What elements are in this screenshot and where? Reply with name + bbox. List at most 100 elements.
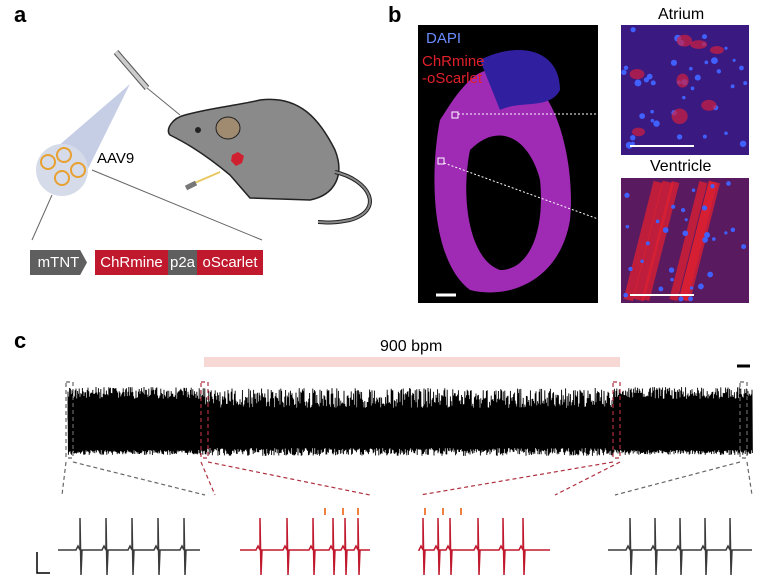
nucleus [640,259,644,263]
nucleus [678,296,684,302]
mouse-illustration [167,98,372,225]
nucleus [743,81,748,86]
nucleus [623,292,628,298]
nucleus [682,95,686,100]
construct-chrmine: ChRmine [95,250,168,275]
nucleus [668,267,675,273]
cardiomyocyte [690,40,708,49]
nucleus [739,140,747,148]
nucleus [690,86,695,91]
chrmine-text: ChRmine [422,53,485,70]
pacing-rate-label: 900 bpm [380,338,443,355]
nucleus [701,205,708,211]
nucleus [730,84,735,89]
cardiomyocyte [629,68,645,80]
nucleus [739,65,744,71]
inset-trace-3 [417,517,550,576]
nucleus [653,120,660,127]
panel-c-label: c [14,328,27,353]
construct-p2a: p2a [168,250,197,275]
panel-b-label: b [388,2,402,27]
nucleus [702,237,708,243]
cardiomyocyte [671,108,688,124]
nucleus [630,141,635,146]
nucleus [684,218,688,222]
nucleus [726,181,731,186]
construct-mtnt: mTNT [30,250,87,275]
nucleus [630,27,636,33]
nucleus [702,34,708,40]
nucleus [730,227,736,233]
zoom-box-1 [65,381,74,459]
nucleus [682,230,689,237]
cardiomyocyte [676,34,693,47]
nucleus [697,283,704,290]
cardiomyocyte [676,73,689,88]
nucleus [628,266,633,272]
nucleus [650,80,656,86]
nucleus [621,69,627,76]
nucleus [704,60,709,65]
nucleus [650,118,655,123]
nucleus [625,224,630,229]
nucleus [732,58,736,62]
nucleus [639,113,646,119]
cardiomyocyte [641,181,680,301]
nucleus [710,184,715,189]
inset-trace-1 [58,517,200,576]
nucleus [711,57,718,65]
nucleus [702,134,707,139]
atrium-title: Atrium [658,6,705,23]
syringe-icon [113,50,181,116]
nucleus [724,131,728,136]
zoom-box-4 [739,381,748,459]
nucleus [634,79,642,87]
nucleus [724,46,728,50]
nucleus [689,286,694,290]
nucleus [694,74,701,81]
cardiomyocyte [623,180,663,302]
chrmine-label: ChRmine-oScarlet [422,53,485,87]
cardiomyocyte [669,180,708,302]
nucleus [645,241,650,246]
guide-line [91,169,263,241]
nucleus [658,286,664,292]
nucleus [689,66,693,71]
nucleus [741,244,747,250]
capsid-icons [40,147,86,186]
amplitude-time-scale-bar [36,552,50,574]
nucleus [646,73,653,80]
inset-trace-4 [608,517,752,576]
construct-oscarlet: oScarlet [197,250,263,275]
inset-trace-2 [240,517,370,576]
nucleus [662,227,669,233]
dapi-label: DAPI [426,30,462,47]
nucleus [681,207,686,213]
nucleus [630,135,636,141]
nucleus [676,134,683,140]
cardiomyocyte [701,99,717,111]
cardiomyocyte [632,180,674,302]
stimulation-bar [204,357,620,367]
ecg-trace-line [67,386,753,456]
nucleus [691,188,696,192]
nucleus [707,271,714,278]
nucleus [716,69,722,74]
vector-label: AAV9 [97,150,135,167]
nucleus [704,232,711,238]
oscarlet-text: -oScarlet [422,70,483,87]
panel-a-label: a [14,2,27,27]
nucleus [670,277,674,282]
nucleus [650,109,654,114]
zoom-box-2 [200,381,209,459]
nucleus [671,204,676,209]
nucleus [670,59,678,66]
cardiomyocyte [631,127,645,137]
ventricle-title: Ventricle [650,158,712,175]
guide-line [31,194,53,241]
nucleus [623,65,629,70]
cardiomyocyte [678,180,718,302]
zoom-box-3 [612,381,621,459]
nucleus [655,219,660,224]
